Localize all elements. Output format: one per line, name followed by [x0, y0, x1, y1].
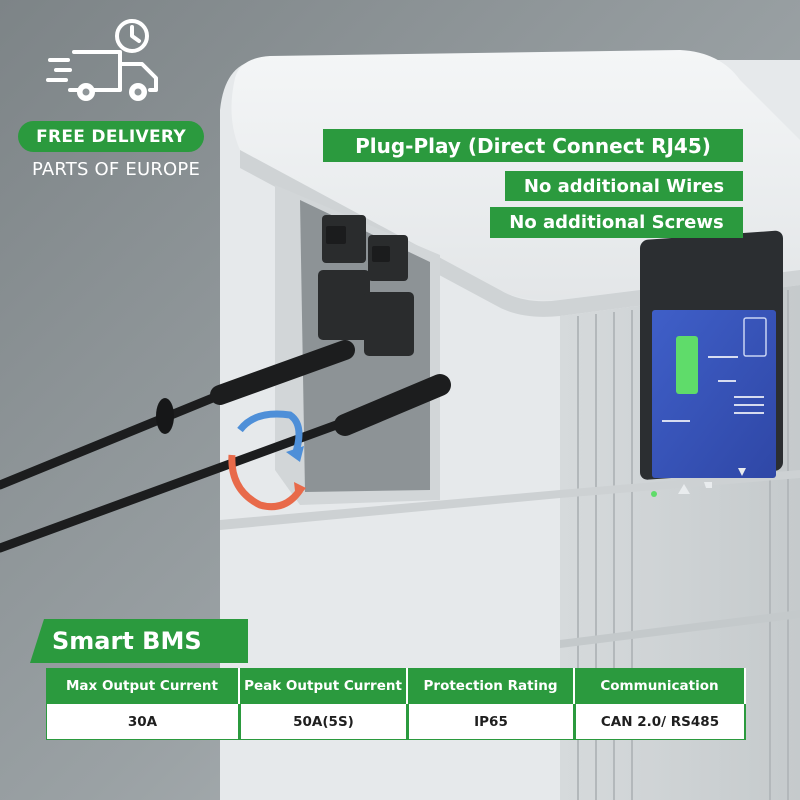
free-delivery-badge: FREE DELIVERY [18, 121, 204, 152]
spec-header-peak-output: Peak Output Current [240, 668, 408, 704]
spec-value-protection: IP65 [408, 704, 575, 740]
spec-header-protection: Protection Rating [408, 668, 575, 704]
no-wires-banner: No additional Wires [505, 171, 743, 201]
plug-play-banner: Plug-Play (Direct Connect RJ45) [323, 129, 743, 162]
spec-value-max-output: 30A [46, 704, 240, 740]
bms-spec-table: Max Output Current Peak Output Current P… [46, 668, 746, 740]
no-screws-banner: No additional Screws [490, 207, 743, 238]
smart-bms-title: Smart BMS [30, 619, 248, 663]
spec-header-communication: Communication [575, 668, 746, 704]
delivery-truck-clock-icon [46, 19, 158, 101]
spec-value-communication: CAN 2.0/ RS485 [575, 704, 746, 740]
spec-value-peak-output: 50A(5S) [240, 704, 408, 740]
spec-header-max-output: Max Output Current [46, 668, 240, 704]
delivery-region-label: PARTS OF EUROPE [31, 159, 201, 180]
